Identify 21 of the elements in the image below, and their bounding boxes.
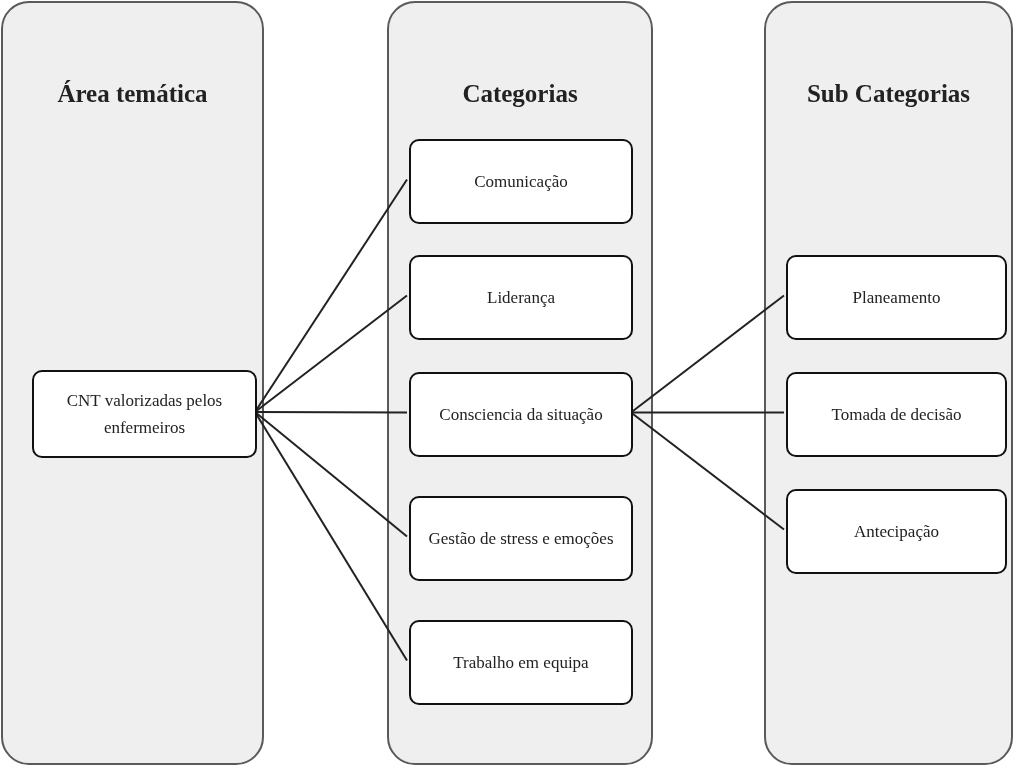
- column-heading: Área temática: [56, 79, 209, 109]
- column-heading: Categorias: [461, 79, 579, 109]
- category-box: Antecipação: [786, 489, 1007, 574]
- connector-line: [254, 411, 408, 538]
- connector-line: [630, 411, 785, 531]
- column-heading: Sub Categorias: [805, 79, 972, 109]
- category-box: Gestão de stress e emoções: [409, 496, 633, 581]
- connector-line: [630, 294, 785, 414]
- category-box: Tomada de decisão: [786, 372, 1007, 457]
- connector-line: [254, 411, 408, 414]
- column-panel: [764, 1, 1013, 765]
- category-box: CNT valorizadas pelos enfermeiros: [32, 370, 257, 458]
- column-panel: [1, 1, 264, 765]
- connector-line: [254, 294, 408, 413]
- category-box: Planeamento: [786, 255, 1007, 340]
- category-box: Trabalho em equipa: [409, 620, 633, 705]
- category-box: Liderança: [409, 255, 633, 340]
- category-box: Consciencia da situação: [409, 372, 633, 457]
- category-box: Comunicação: [409, 139, 633, 224]
- connector-line: [630, 411, 785, 414]
- column-panel: [387, 1, 653, 765]
